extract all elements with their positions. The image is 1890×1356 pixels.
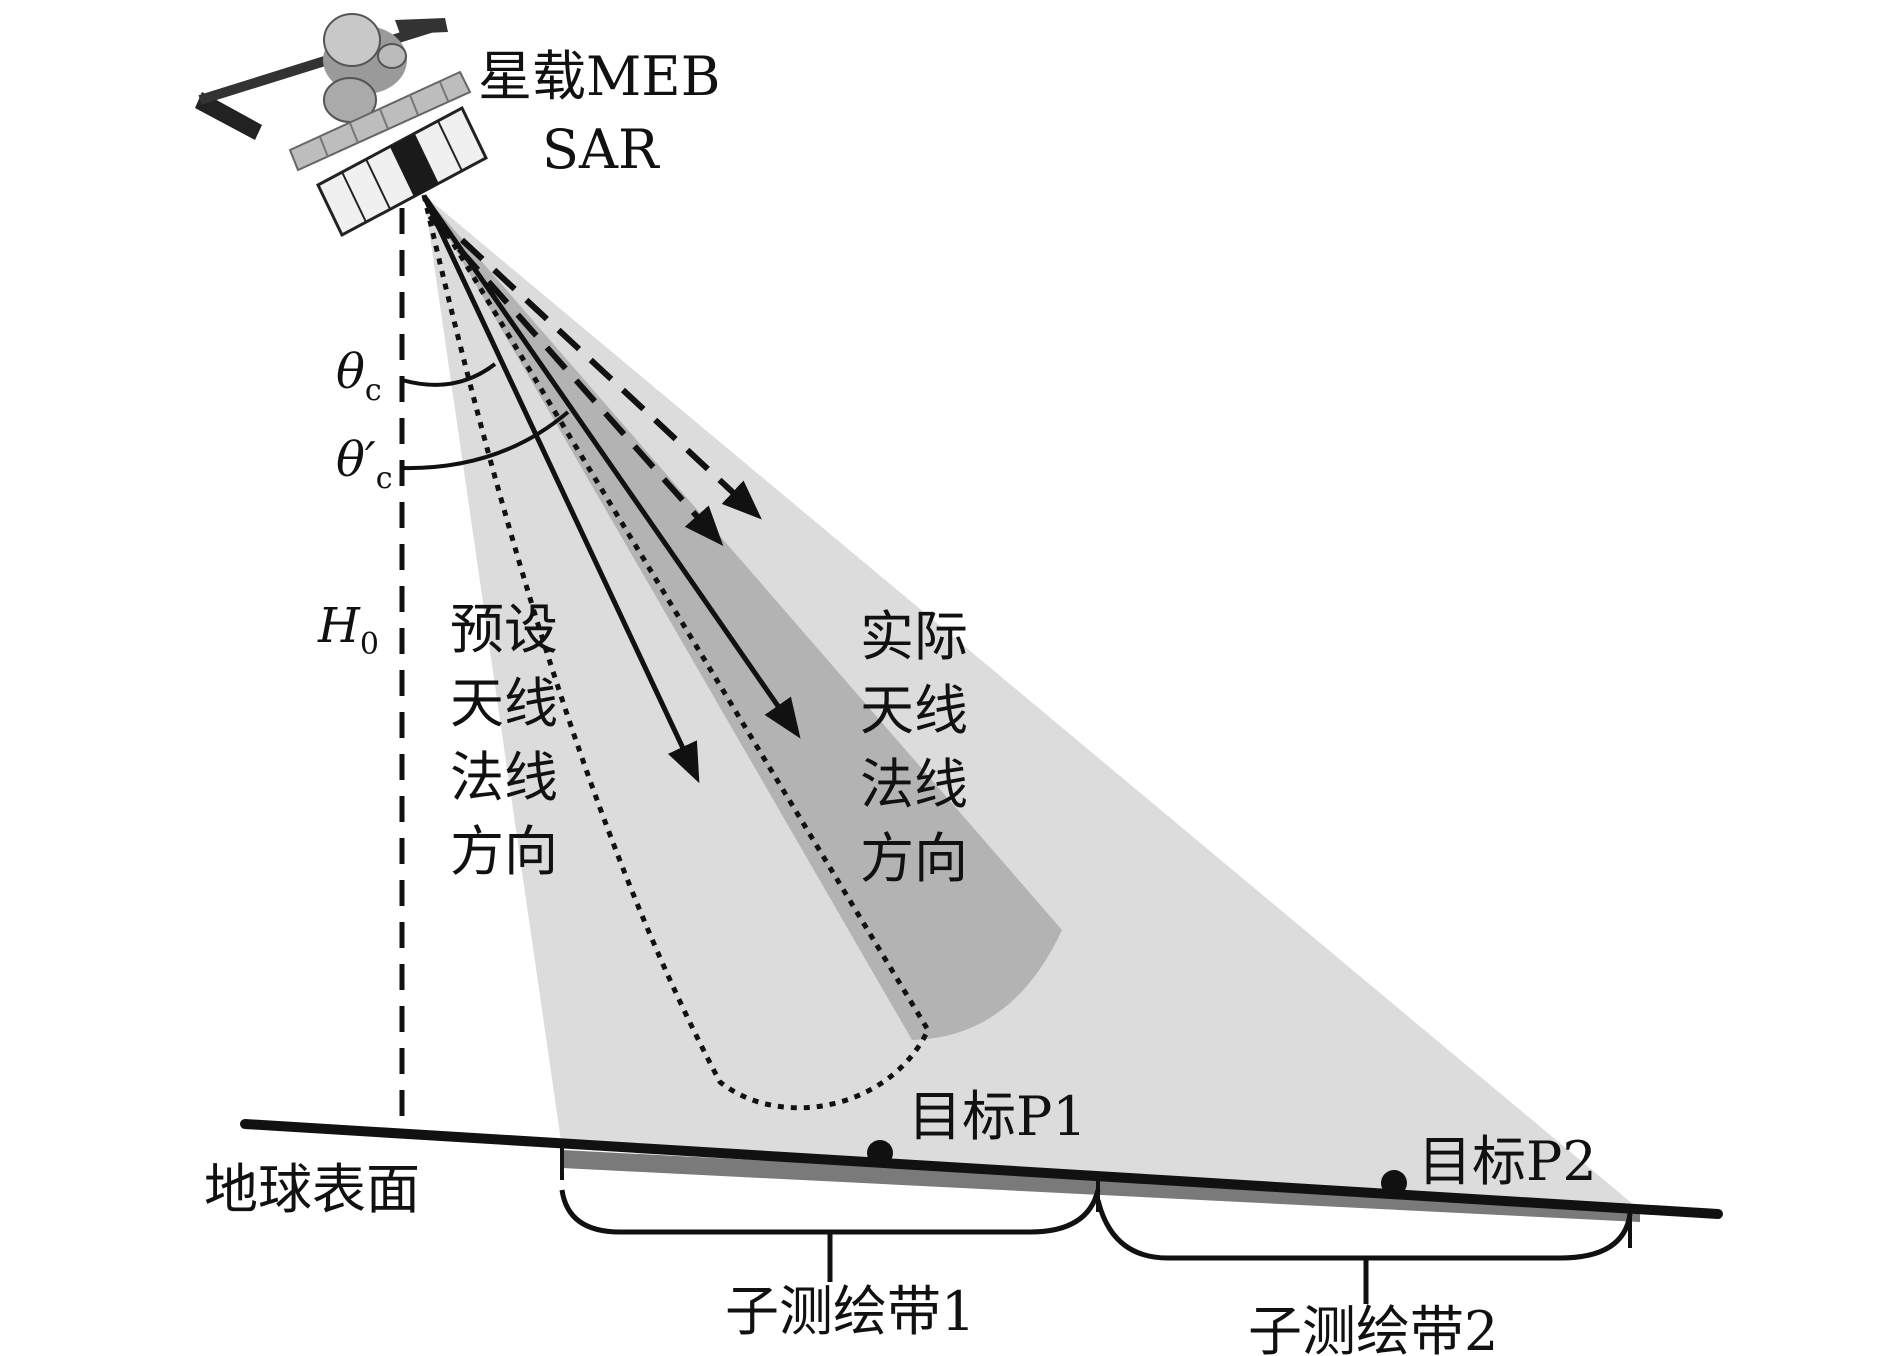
actual-normal-line-2: 天线 [860, 679, 968, 742]
actual-normal-line-3: 法线 [860, 753, 968, 816]
subswath-1-label: 子测绘带1 [725, 1280, 975, 1343]
actual-normal-line-4: 方向 [860, 827, 968, 890]
preset-beam-outline [421, 193, 931, 1111]
preset-normal-line-1: 预设 [450, 598, 558, 661]
theta-c-prime-label: θ′c [336, 432, 393, 496]
earth-surface-line [240, 1119, 1723, 1219]
theta-c-subscript: c [365, 373, 382, 408]
subswath-2-brace [1095, 1199, 1633, 1304]
preset-normal-line-4: 方向 [450, 820, 558, 883]
h0-subscript: 0 [360, 627, 379, 662]
actual-normal-line-1: 实际 [860, 605, 968, 668]
illumination-beam [424, 195, 1640, 1210]
subswath-1-brace [559, 1189, 1101, 1282]
h0-symbol: H [317, 598, 361, 654]
actual-main-lobe [424, 195, 1062, 1040]
dashed-beam-arrow-1 [427, 214, 724, 546]
theta-c-prime-subscript: c [376, 461, 393, 496]
target-p2-label: 目标P2 [1418, 1130, 1597, 1193]
earth-surface-label: 地球表面 [204, 1158, 420, 1221]
preset-normal-line-2: 天线 [450, 672, 558, 735]
theta-c-symbol: θ [336, 344, 365, 400]
theta-c-prime-symbol: θ′ [336, 432, 376, 488]
dashed-beam-arrow-2 [459, 237, 762, 520]
satellite-name-line2: SAR [542, 118, 660, 181]
theta-c-label: θc [336, 344, 382, 408]
satellite-icon [195, 13, 488, 238]
theta-c-prime-arc [401, 410, 570, 471]
swath-band [562, 1150, 1640, 1222]
h0-label: H0 [317, 598, 379, 662]
theta-c-arc [401, 362, 497, 387]
target-p1-dot [867, 1140, 893, 1166]
target-p1-label: 目标P1 [908, 1085, 1087, 1148]
preset-normal-arrow [421, 194, 700, 784]
preset-normal-line-3: 法线 [450, 746, 558, 809]
subswath-2-label: 子测绘带2 [1248, 1300, 1498, 1356]
satellite-name-line1: 星载MEB [478, 45, 720, 108]
actual-normal-arrow [421, 194, 801, 739]
target-p2-dot [1381, 1170, 1407, 1196]
